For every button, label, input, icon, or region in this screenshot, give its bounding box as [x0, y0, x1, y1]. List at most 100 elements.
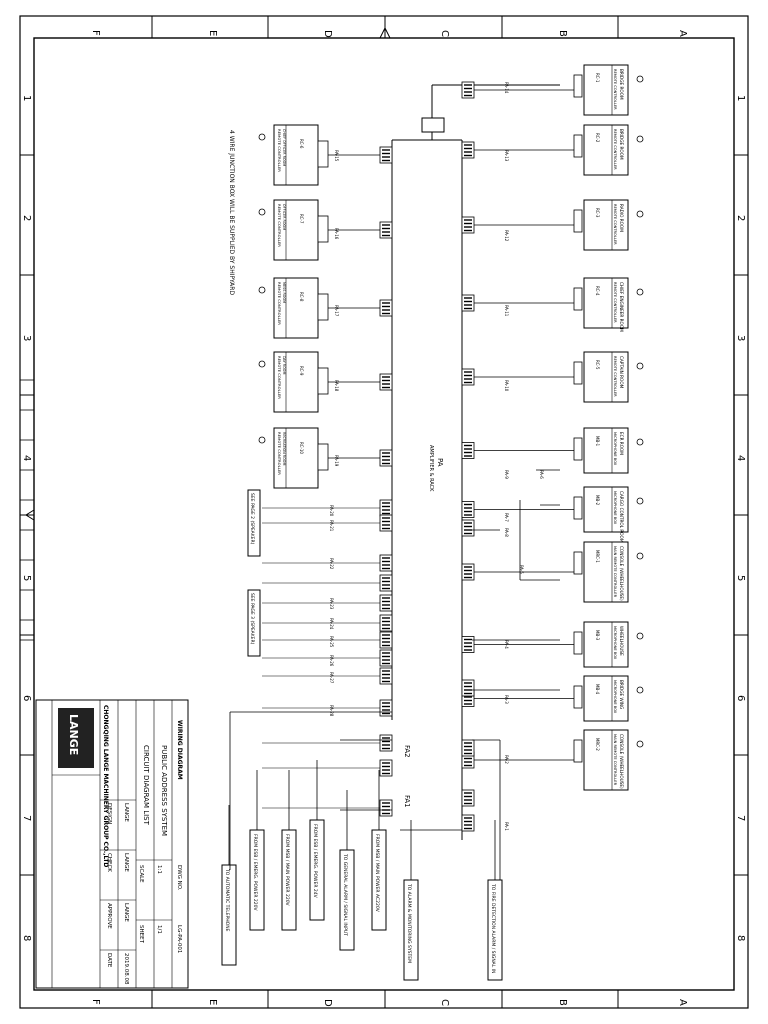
- right-device-title: BRIDGE ROOM: [619, 129, 624, 160]
- output-box-5: TO GENERAL ALARM / SIGNAL INPUT: [339, 790, 355, 951]
- col-number-3: 3: [21, 335, 32, 341]
- cable-label: PA-13: [504, 150, 509, 162]
- speaker-ref-box-1: [247, 489, 261, 557]
- value-sheet: 1/1: [156, 925, 162, 934]
- output-box-label: FROM MSB / MAIN POWER 220V: [284, 834, 290, 907]
- col-number-5: 5: [21, 575, 32, 581]
- title-block: LANGE CHONGQING LANGE MACHINERY GROUP CO…: [35, 699, 189, 989]
- cable-label: PA-17: [334, 305, 339, 317]
- cable-label: PA-12: [504, 230, 509, 242]
- bus-terminal-right-8: [461, 563, 475, 581]
- right-device-subtitle: REMOTE CONTROLLER: [613, 129, 617, 170]
- cable-label: PA-24: [329, 618, 334, 630]
- left-device-title: REMOTE CONTROLLER: [277, 356, 282, 399]
- pa-unit-sub: AMPLIFIER & RACK: [428, 445, 434, 492]
- device-icon: [636, 75, 644, 83]
- cable-label: PA-14: [504, 82, 509, 94]
- right-device-subtitle: MICROPHONE BOX: [613, 432, 617, 466]
- bus-terminal-lower-2: [379, 514, 393, 532]
- device-icon: [636, 135, 644, 143]
- output-box-2: FROM ESB / EMERG. POWER 220V: [249, 770, 265, 931]
- row-letter-e-bottom: E: [207, 999, 218, 1005]
- company-name: CHONGQING LANGE MACHINERY GROUP CO.,LTD: [102, 705, 109, 867]
- device-icon: [636, 497, 644, 505]
- cable-label: PA-25: [329, 636, 334, 648]
- cable-label: PA-3: [504, 695, 509, 704]
- right-device-id: RC-1: [595, 73, 600, 83]
- system-name-2: CIRCUIT DIAGRAM LIST: [142, 745, 150, 826]
- cable-label: PA-23: [329, 598, 334, 610]
- right-device-subtitle: MICROPHONE BOX: [613, 491, 617, 525]
- cable-label: PA-8: [504, 528, 509, 537]
- company-logo: [58, 708, 94, 768]
- right-device-title: CHIEF ENGINEER ROOM: [619, 282, 624, 332]
- left-device-id: RC-9: [299, 366, 304, 376]
- bus-terminal-right-lower-5: [461, 814, 475, 832]
- col-number-7: 7: [21, 815, 32, 821]
- row-letter-d: D: [322, 30, 333, 38]
- bus-terminal-lower-9: [379, 667, 393, 685]
- output-box-label: TO ALARM & MONITORING SYSTEM: [406, 883, 412, 963]
- col-number-6: 6: [21, 695, 32, 701]
- field-scale: SCALE: [138, 865, 144, 883]
- bus-terminal-lower-5: [379, 594, 393, 612]
- output-box-8: TO FIRE DETECTION ALARM / SIGNAL IN: [487, 820, 503, 981]
- left-device-id: RC-8: [299, 292, 304, 302]
- left-device-title: REMOTE CONTROLLER: [277, 129, 282, 172]
- value-dwg-no: LG-PA-001: [176, 925, 182, 953]
- cable-label: PA-2: [504, 755, 509, 764]
- right-device-id: MB-3: [595, 630, 600, 641]
- row-letter-b: B: [557, 30, 568, 37]
- col-number-7-right: 7: [735, 815, 746, 821]
- bus-terminal-right-lower-2: [461, 679, 475, 697]
- cable-label: PA-20: [329, 505, 334, 517]
- right-device-title: CARGO CONTROL ROOM: [619, 491, 624, 543]
- cable-label: PA-18: [334, 380, 339, 392]
- lower-wiring: [229, 469, 560, 880]
- row-letter-f-bottom: F: [90, 999, 101, 1005]
- col-number-2-right: 2: [735, 215, 746, 221]
- bus-terminal-right-2: [461, 141, 475, 159]
- row-letter-f: F: [90, 30, 101, 36]
- right-device-id: MB-2: [595, 495, 600, 506]
- right-device-title: CAPTAIN ROOM: [619, 356, 624, 389]
- right-device-id: MB-1: [595, 436, 600, 447]
- cable-label: PA-27: [329, 672, 334, 684]
- right-device-title: CONSOLE (WHEELHOUSE): [619, 546, 624, 601]
- cable-label: PA-9: [504, 470, 509, 479]
- col-number-6-right: 6: [735, 695, 746, 701]
- speaker-ref-box-2: [247, 589, 261, 657]
- field-check: CHECK: [106, 853, 112, 872]
- field-dwg-no: DWG NO.: [176, 865, 182, 891]
- bus-terminal-lower-11: [379, 734, 393, 752]
- col-number-4: 4: [21, 455, 32, 461]
- col-number-8: 8: [21, 935, 32, 941]
- field-design: DESIGN: [106, 803, 112, 824]
- device-icon: [636, 686, 644, 694]
- row-letter-a: A: [677, 30, 688, 37]
- device-icon: [258, 133, 266, 141]
- col-number-5-right: 5: [735, 575, 746, 581]
- right-device-title: BRIDGE WING: [619, 680, 624, 709]
- bus-terminal-lower-7: [379, 631, 393, 649]
- bus-terminal-right-5: [461, 368, 475, 386]
- device-icon: [636, 288, 644, 296]
- value-date: 2019.08.08: [123, 953, 129, 985]
- field-sheet: SHEET: [138, 925, 144, 944]
- junction-box-top: [421, 117, 445, 133]
- device-icon: [636, 552, 644, 560]
- right-device-title: WHEELHOUSE: [619, 626, 624, 656]
- field-approve: APPROVE: [106, 903, 112, 929]
- bus-terminal-lower-10: [379, 699, 393, 717]
- left-device-title: REMOTE CONTROLLER: [277, 432, 282, 475]
- row-letter-c-bottom: C: [439, 999, 450, 1006]
